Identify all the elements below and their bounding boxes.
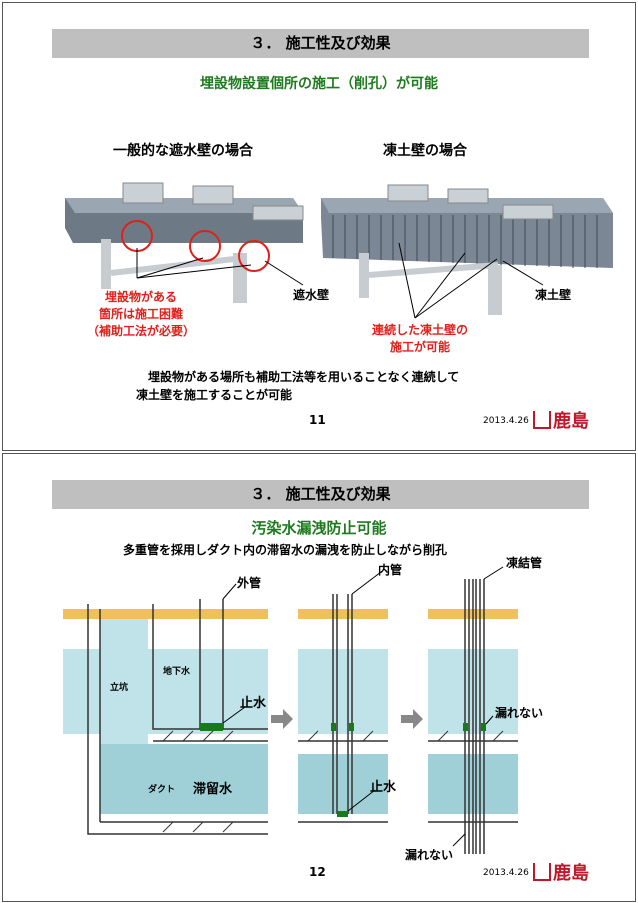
freeze-pipe-label: 凍結管 <box>506 556 543 570</box>
left-title: 一般的な遮水壁の場合 <box>113 143 253 159</box>
kajima-logo: 鹿島 <box>533 859 589 885</box>
kajima-logo: 鹿島 <box>533 407 589 433</box>
duct-label: ダクト <box>148 785 176 795</box>
slide-header: ３． 施工性及び効果 <box>52 480 589 509</box>
left-red-note-line2: 箇所は施工困難 <box>98 307 183 321</box>
stop-water-label-1: 止水 <box>240 696 267 711</box>
left-red-note-line3: （補助工法が必要） <box>86 324 195 338</box>
slide-subtitle: 汚染水漏洩防止可能 <box>251 519 387 537</box>
right-title: 凍土壁の場合 <box>383 143 467 159</box>
kajima-mark-icon <box>533 863 551 881</box>
left-red-note-line1: 埋設物がある <box>104 290 177 304</box>
stop-water-label-2: 止水 <box>370 780 397 795</box>
logo-text: 鹿島 <box>553 411 589 432</box>
no-leak-label-1: 漏れない <box>495 706 544 720</box>
shaft-label: 立坑 <box>110 683 129 693</box>
logo-text: 鹿島 <box>553 863 589 884</box>
date: 2013.4.26 <box>483 416 529 426</box>
page-number: 12 <box>309 865 326 879</box>
description: 多重管を採用しダクト内の滞留水の漏洩を防止しながら削孔 <box>123 543 448 557</box>
inner-pipe-label: 内管 <box>378 563 403 577</box>
date: 2013.4.26 <box>483 868 529 878</box>
stagnant-water-label: 滞留水 <box>193 782 233 797</box>
summary-line1: 埋設物がある場所も補助工法等を用いることなく連続して <box>148 370 460 384</box>
right-wall-label: 凍土壁 <box>535 288 572 302</box>
outer-pipe-label: 外管 <box>237 576 262 590</box>
right-red-note-line1: 連続した凍土壁の <box>371 323 468 337</box>
left-wall-label: 遮水壁 <box>293 288 330 302</box>
slide-header: ３． 施工性及び効果 <box>52 29 589 58</box>
wall-illustration <box>65 182 613 319</box>
slide-subtitle: 埋設物設置個所の施工（削孔）が可能 <box>200 76 438 92</box>
pipe-diagram <box>63 566 518 854</box>
page-number: 11 <box>309 413 326 427</box>
groundwater-label: 地下水 <box>163 667 191 677</box>
summary-line2: 凍土壁を施工することが可能 <box>136 388 293 402</box>
slide-12: ３． 施工性及び効果 汚染水漏洩防止可能 多重管を採用しダクト内の滞留水の漏洩を… <box>2 453 636 902</box>
slide-11: ３． 施工性及び効果 埋設物設置個所の施工（削孔）が可能 一般的な遮水壁の場合 … <box>2 2 636 451</box>
kajima-mark-icon <box>533 411 551 429</box>
right-red-note-line2: 施工が可能 <box>389 340 450 354</box>
no-leak-label-2: 漏れない <box>405 848 454 862</box>
